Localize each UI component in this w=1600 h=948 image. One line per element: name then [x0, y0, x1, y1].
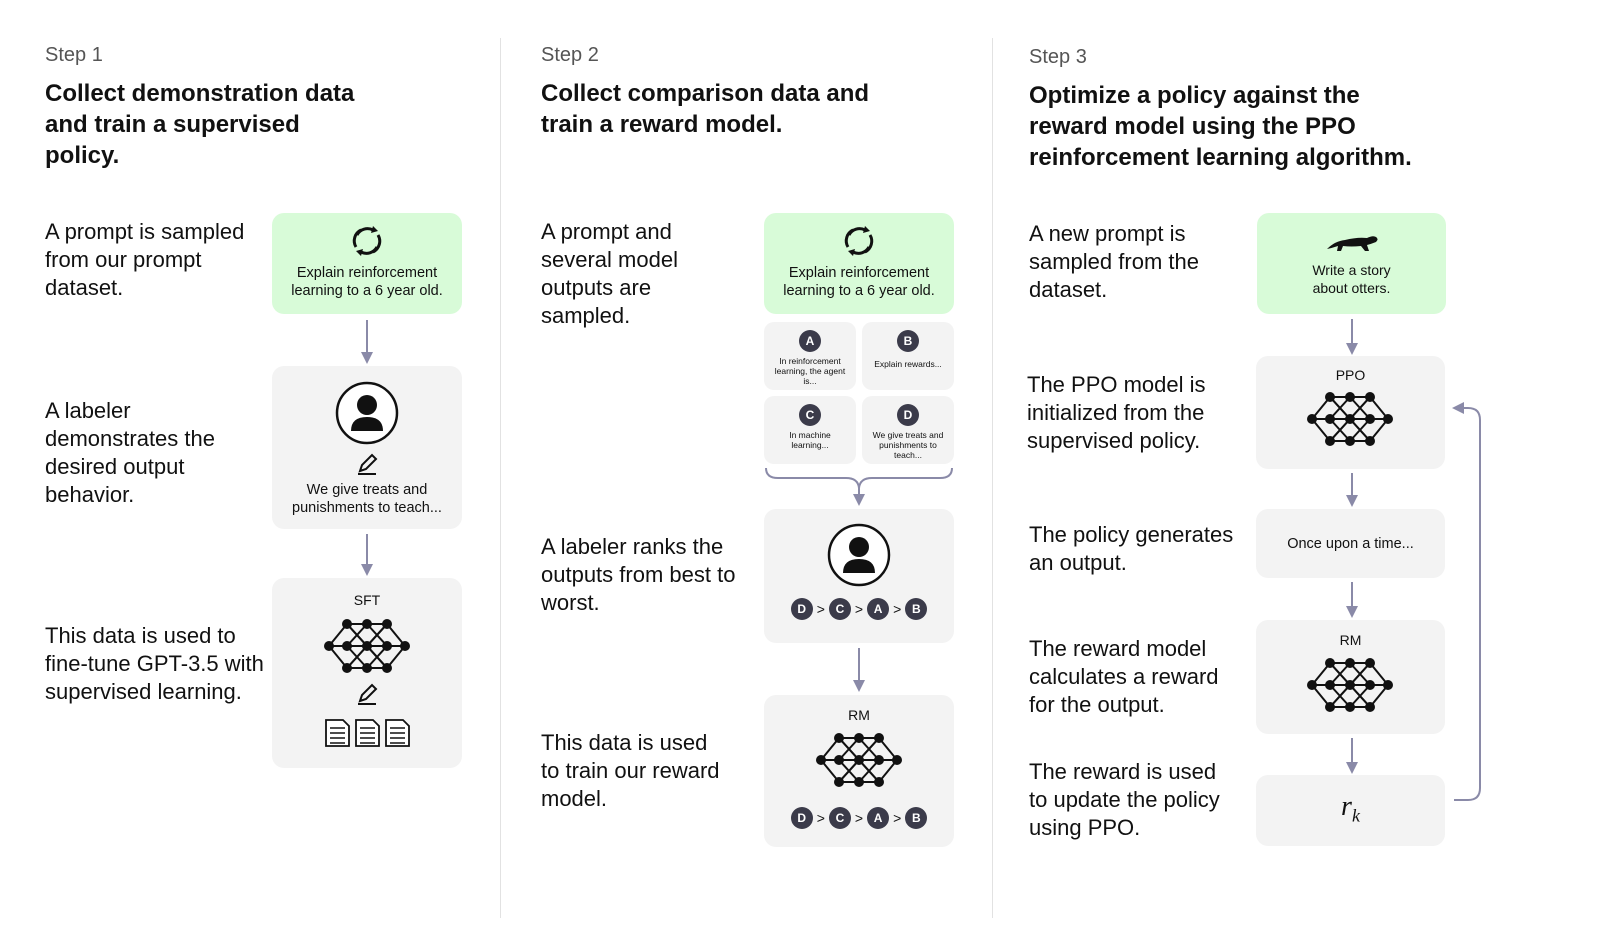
feedback-arrow — [1452, 402, 1481, 801]
step3-ppo-box: PPO — [1256, 356, 1445, 469]
pencil-icon — [357, 684, 377, 705]
step2-title: Collect comparison data and train a rewa… — [541, 80, 870, 138]
step1-desc-finetune: This data is used to fine-tune GPT-3.5 w… — [45, 623, 264, 704]
step2-desc-sample: A prompt and several model outputs are s… — [541, 219, 678, 328]
step2-ranking-box: D > C > A > B — [764, 509, 954, 643]
step3-title: Optimize a policy against the reward mod… — [1029, 82, 1412, 171]
output-letter: A — [799, 330, 821, 352]
ppo-label: PPO — [1335, 367, 1366, 383]
arrow-down — [361, 320, 373, 364]
output-text: Explain rewards... — [874, 359, 942, 369]
rank-d: D — [790, 598, 813, 620]
step3-output-box: Once upon a time... — [1256, 509, 1445, 578]
otter-icon — [1327, 236, 1378, 251]
gt-sign: > — [854, 810, 864, 826]
sft-label: SFT — [353, 592, 381, 608]
step2-desc-train: This data is used to train our reward mo… — [541, 730, 720, 811]
arrow-down — [1346, 473, 1358, 507]
rank-c: C — [828, 598, 851, 620]
refresh-icon — [844, 224, 874, 258]
reward-symbol: rk — [1341, 791, 1360, 826]
gt-sign: > — [816, 601, 825, 617]
step3-output-text: Once upon a time... — [1287, 536, 1414, 552]
arrow-down — [361, 534, 373, 576]
pencil-icon — [357, 454, 377, 475]
arrow-down — [853, 648, 865, 692]
output-card: D We give treats and punishments to teac… — [862, 396, 954, 464]
gt-sign: > — [893, 601, 902, 617]
step2-prompt-box: Explain reinforcement learning to a 6 ye… — [764, 213, 954, 314]
gt-sign: > — [854, 601, 864, 617]
step3-desc-init: The PPO model is initialized from the su… — [1027, 372, 1206, 453]
divider — [992, 38, 993, 918]
rank-d: D — [790, 807, 813, 829]
output-card: A In reinforcement learning, the agent i… — [764, 322, 856, 390]
step1-sft-box: SFT — [272, 578, 462, 768]
neural-network-icon — [1306, 391, 1394, 447]
output-letter: C — [799, 404, 821, 426]
step1-labeler-box: We give treats and punishments to teach.… — [272, 366, 462, 529]
step1-prompt-box: Explain reinforcement learning to a 6 ye… — [272, 213, 462, 314]
step1-prompt-text: Explain reinforcement learning to a 6 ye… — [291, 265, 443, 299]
step3-rm-box: RM — [1256, 620, 1445, 734]
arrow-down — [1346, 738, 1358, 774]
output-letter: B — [897, 330, 919, 352]
step3-prompt-text: Write a story about otters. — [1312, 262, 1391, 296]
output-text: In machine learning... — [789, 430, 831, 450]
neural-network-icon — [815, 732, 903, 788]
neural-network-icon — [1306, 657, 1394, 713]
rank-c: C — [828, 807, 851, 829]
refresh-icon — [352, 224, 382, 258]
rank-b: B — [905, 598, 928, 620]
neural-network-icon — [323, 618, 411, 674]
step3-prompt-box: Write a story about otters. — [1257, 213, 1446, 314]
ranking: D > C > A > B — [764, 807, 954, 829]
step1-demo-text: We give treats and punishments to teach.… — [292, 482, 442, 516]
rm-label: RM — [848, 707, 870, 723]
ranking: D > C > A > B — [764, 598, 954, 620]
gt-sign: > — [893, 810, 902, 826]
step1-title: Collect demonstration data and train a s… — [45, 80, 355, 169]
rank-a: A — [867, 807, 890, 829]
reward-subscript: k — [1351, 805, 1360, 826]
step1-desc-labeler: A labeler demonstrates the desired outpu… — [45, 398, 215, 507]
person-icon — [335, 381, 399, 445]
step2-label: Step 2 — [541, 44, 599, 66]
arrow-down — [1346, 319, 1358, 355]
output-card: C In machine learning... — [764, 396, 856, 464]
bracket-icon — [765, 467, 953, 506]
step2-desc-rank: A labeler ranks the outputs from best to… — [541, 534, 736, 615]
step1-label: Step 1 — [45, 44, 103, 66]
output-text: We give treats and punishments to teach.… — [872, 430, 944, 460]
rank-a: A — [867, 598, 890, 620]
documents-icon — [325, 719, 410, 747]
output-card: B Explain rewards... — [862, 322, 954, 390]
step3-reward-box: rk — [1256, 775, 1445, 846]
gt-sign: > — [816, 810, 825, 826]
rm-label: RM — [1339, 632, 1362, 648]
output-text: In reinforcement learning, the agent is.… — [774, 356, 846, 386]
step2-prompt-text: Explain reinforcement learning to a 6 ye… — [783, 265, 935, 299]
step3-label: Step 3 — [1029, 46, 1087, 68]
divider — [500, 38, 501, 918]
step3-desc-reward: The reward model calculates a reward for… — [1029, 636, 1219, 717]
step3-desc-prompt: A new prompt is sampled from the dataset… — [1029, 221, 1199, 302]
output-letter: D — [897, 404, 919, 426]
arrow-down — [1346, 582, 1358, 618]
person-icon — [827, 523, 891, 587]
step3-desc-generate: The policy generates an output. — [1029, 522, 1234, 575]
step2-rm-box: RM D > C > A > B — [764, 695, 954, 847]
step1-desc-prompt: A prompt is sampled from our prompt data… — [45, 219, 245, 300]
rank-b: B — [905, 807, 928, 829]
step3-desc-update: The reward is used to update the policy … — [1029, 759, 1220, 840]
